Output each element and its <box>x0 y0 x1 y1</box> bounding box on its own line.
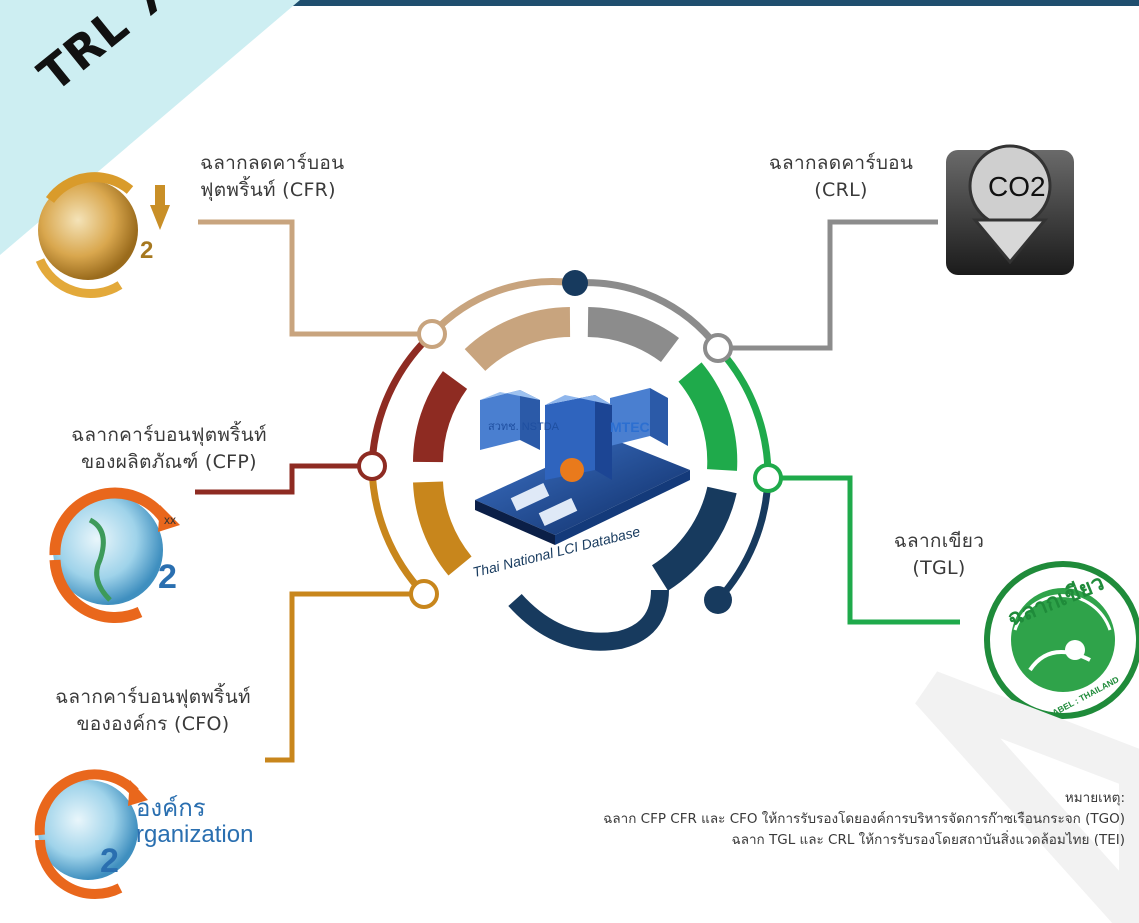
outer-arc-tan <box>429 277 576 337</box>
node-tgl <box>753 463 783 493</box>
cfr-subscript: 2 <box>140 237 153 264</box>
outer-arc-green <box>715 345 772 479</box>
label-cfo-line1: ฉลากคาร์บอนฟุตพริ้นท์ <box>55 686 251 708</box>
connector-cfp <box>195 463 372 495</box>
cfp-superscript: xx <box>164 513 176 527</box>
label-cfr: ฉลากลดคาร์บอน ฟุตพริ้นท์ (CFR) <box>200 150 344 204</box>
label-crl-line2: (CRL) <box>814 179 868 201</box>
node-top <box>562 270 588 296</box>
outer-arc-gray <box>574 279 721 351</box>
footnote: หมายเหตุ: ฉลาก CFP CFR และ CFO ให้การรับ… <box>603 788 1125 851</box>
logo-left: สวทช. NSTDA <box>488 421 560 433</box>
footnote-line1: ฉลาก CFP CFR และ CFO ให้การรับรองโดยองค์… <box>603 811 1125 827</box>
inner-seg-gray <box>587 307 679 363</box>
crl-co2-text: CO2 <box>988 171 1046 202</box>
label-cfp-line2: ของผลิตภัณฑ์ (CFP) <box>81 451 257 473</box>
cfr-globe-icon <box>35 172 170 298</box>
logo-right: MTEC <box>610 419 650 435</box>
label-cfp-line1: ฉลากคาร์บอนฟุตพริ้นท์ <box>71 424 267 446</box>
cfo-globe-icon <box>34 769 148 899</box>
footnote-title: หมายเหตุ: <box>1064 790 1125 806</box>
org-text-line2: rganization <box>136 821 254 848</box>
node-cfr <box>417 319 447 349</box>
label-cfr-line1: ฉลากลดคาร์บอน <box>200 152 345 174</box>
cfp-globe-icon <box>49 487 180 623</box>
label-cfr-line2: ฟุตพริ้นท์ (CFR) <box>200 179 336 201</box>
base-arc <box>508 589 669 651</box>
label-cfp: ฉลากคาร์บอนฟุตพริ้นท์ ของผลิตภัณฑ์ (CFP) <box>38 422 300 476</box>
top-bar <box>0 0 1139 6</box>
inner-seg-dark-red <box>413 371 468 463</box>
inner-seg-tan <box>464 307 571 372</box>
inner-seg-orange <box>413 481 472 576</box>
label-tgl-line1: ฉลากเขียว <box>893 530 985 552</box>
node-crl <box>703 333 733 363</box>
connector-cfo <box>265 591 424 763</box>
database-illustration <box>475 388 690 545</box>
cfo-organization-text: องค์กร rganization <box>136 796 253 848</box>
label-cfo: ฉลากคาร์บอนฟุตพริ้นท์ ขององค์กร (CFO) <box>22 684 284 738</box>
tgl-green-label-icon <box>984 561 1139 719</box>
label-crl-line1: ฉลากลดคาร์บอน <box>768 152 914 174</box>
crl-co2-icon <box>946 144 1074 275</box>
connector-cfr <box>198 219 432 337</box>
cfo-subscript: 2 <box>100 842 119 880</box>
watermark-triangle <box>915 671 1139 923</box>
inner-seg-green <box>678 362 738 471</box>
outer-arc-dark-red <box>368 331 435 467</box>
label-cfo-line2: ขององค์กร (CFO) <box>76 713 230 735</box>
connector-tgl <box>768 475 960 625</box>
node-cfp <box>357 451 387 481</box>
node-navy-end <box>704 586 732 614</box>
label-crl: ฉลากลดคาร์บอน (CRL) <box>748 150 934 204</box>
cfp-subscript: 2 <box>158 558 177 596</box>
label-tgl-line2: (TGL) <box>912 557 966 579</box>
org-text-line1: องค์กร <box>136 795 206 822</box>
footnote-line2: ฉลาก TGL และ CRL ให้การรับรองโดยสถาบันสิ… <box>731 832 1126 848</box>
node-cfo <box>409 579 439 609</box>
connector-crl <box>718 219 938 351</box>
label-tgl: ฉลากเขียว (TGL) <box>884 528 994 582</box>
outer-arc-orange <box>368 465 427 597</box>
inner-seg-navy <box>651 486 737 591</box>
